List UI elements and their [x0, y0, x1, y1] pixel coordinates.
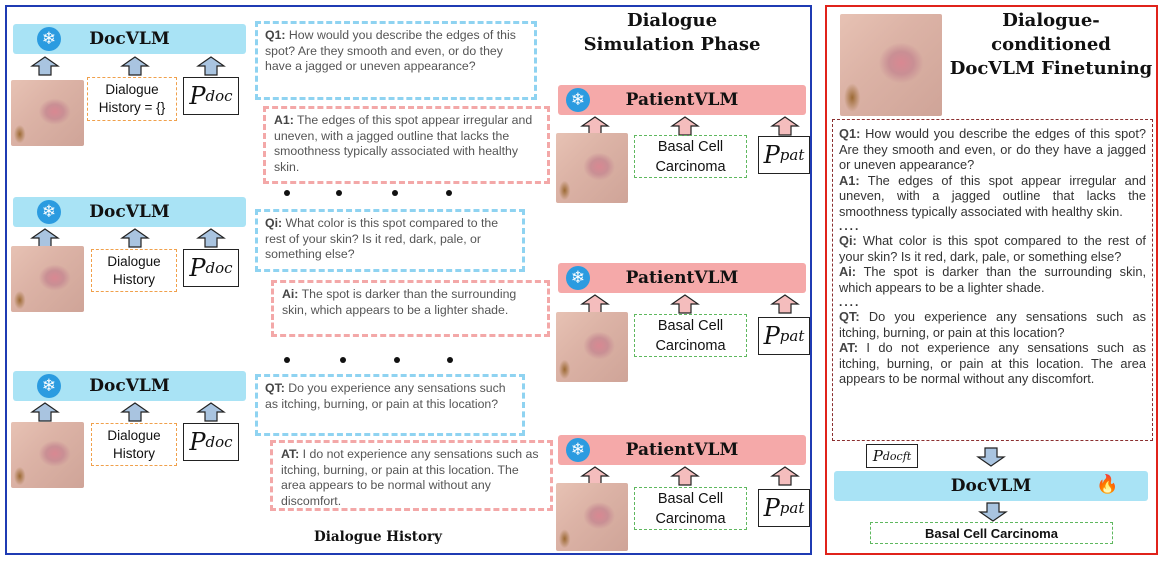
- patientvlm-bar-2: ❄ PatientVLM: [558, 263, 806, 293]
- dialogue-history-box: Dialogue History: [91, 423, 177, 466]
- patientvlm-label: PatientVLM: [625, 90, 739, 110]
- patientvlm-bar-1: ❄ PatientVLM: [558, 85, 806, 115]
- simulation-title: Dialogue Simulation Phase: [583, 10, 761, 55]
- dialogue-line: A1: The edges of this spot appear irregu…: [839, 172, 1147, 219]
- dialogue-ellipsis: ....: [839, 295, 861, 309]
- up-arrow-icon: [196, 56, 226, 76]
- dialogue-history-box: Dialogue History = {}: [87, 77, 177, 121]
- skin-lesion-image: [11, 246, 84, 312]
- dialogue-line: Q1: How would you describe the edges of …: [839, 126, 1147, 172]
- up-arrow-icon: [670, 294, 700, 314]
- docvlm-label: DocVLM: [950, 476, 1032, 496]
- up-arrow-icon: [120, 402, 150, 422]
- docvlm-label: DocVLM: [89, 202, 170, 222]
- snowflake-icon: ❄: [566, 438, 590, 462]
- up-arrow-icon: [670, 116, 700, 136]
- skin-lesion-image: [11, 80, 84, 146]
- question-box-t: QT: Do you experience any sensations suc…: [255, 374, 525, 436]
- docvlm-bar-1: ❄ DocVLM: [13, 24, 246, 54]
- docvlm-bar-3: ❄ DocVLM: [13, 371, 246, 401]
- up-arrow-icon: [196, 402, 226, 422]
- diagnosis-output: Basal Cell Carcinoma: [870, 522, 1113, 544]
- ellipsis-dot: [446, 190, 452, 196]
- up-arrow-icon: [770, 466, 800, 486]
- up-arrow-icon: [670, 466, 700, 486]
- up-arrow-icon: [196, 228, 226, 248]
- patientvlm-label: PatientVLM: [625, 268, 739, 288]
- up-arrow-icon: [30, 56, 60, 76]
- dialogue-simulation-frame: [5, 5, 812, 555]
- up-arrow-icon: [770, 116, 800, 136]
- answer-box-1: A1: The edges of this spot appear irregu…: [263, 106, 550, 184]
- dialogue-line: AT: I do not experience any sensations s…: [839, 340, 1146, 386]
- up-arrow-icon: [30, 402, 60, 422]
- diagnosis-box: Basal Cell Carcinoma: [634, 135, 747, 178]
- skin-lesion-image: [840, 14, 942, 116]
- skin-lesion-image: [11, 422, 84, 488]
- ellipsis-dot: [284, 190, 290, 196]
- ellipsis-dot: [392, 190, 398, 196]
- down-arrow-icon: [976, 447, 1006, 467]
- fire-icon: 🔥: [1096, 474, 1119, 495]
- snowflake-icon: ❄: [37, 374, 61, 398]
- finetuning-frame: [825, 5, 1158, 555]
- snowflake-icon: ❄: [566, 266, 590, 290]
- diagnosis-box: Basal Cell Carcinoma: [634, 314, 747, 357]
- answer-box-t: AT: I do not experience any sensations s…: [270, 440, 553, 511]
- snowflake-icon: ❄: [566, 88, 590, 112]
- answer-box-i: Ai: The spot is darker than the surround…: [271, 280, 550, 337]
- ellipsis-dot: [336, 190, 342, 196]
- ellipsis-dot: [340, 357, 346, 363]
- up-arrow-icon: [770, 294, 800, 314]
- patientvlm-label: PatientVLM: [625, 440, 739, 460]
- ellipsis-dot: [394, 357, 400, 363]
- docvlm-finetune-bar: DocVLM 🔥: [834, 471, 1148, 501]
- down-arrow-icon: [978, 502, 1008, 522]
- dialogue-history-caption: Dialogue History: [314, 529, 442, 545]
- up-arrow-icon: [30, 228, 60, 248]
- snowflake-icon: ❄: [37, 27, 61, 51]
- docvlm-label: DocVLM: [89, 376, 170, 396]
- skin-lesion-image: [556, 483, 628, 551]
- docvlm-label: DocVLM: [89, 29, 170, 49]
- skin-lesion-image: [556, 312, 628, 382]
- dialogue-line: Ai: The spot is darker than the surround…: [839, 264, 1146, 295]
- diagnosis-box: Basal Cell Carcinoma: [634, 487, 747, 530]
- question-box-i: Qi: What color is this spot compared to …: [255, 209, 525, 272]
- up-arrow-icon: [120, 56, 150, 76]
- docvlm-bar-2: ❄ DocVLM: [13, 197, 246, 227]
- dialogue-ellipsis: ....: [839, 219, 861, 233]
- dialogue-history-box: Dialogue History: [91, 249, 177, 292]
- patientvlm-bar-3: ❄ PatientVLM: [558, 435, 806, 465]
- skin-lesion-image: [556, 133, 628, 203]
- up-arrow-icon: [580, 294, 610, 314]
- dialogue-line: QT: Do you experience any sensations suc…: [839, 309, 1146, 340]
- question-box-1: Q1: How would you describe the edges of …: [255, 21, 537, 100]
- snowflake-icon: ❄: [37, 200, 61, 224]
- up-arrow-icon: [120, 228, 150, 248]
- ellipsis-dot: [447, 357, 453, 363]
- finetuning-title: Dialogue-conditioned DocVLM Finetuning: [949, 10, 1153, 79]
- dialogue-history-panel: Q1: How would you describe the edges of …: [832, 119, 1153, 441]
- ellipsis-dot: [284, 357, 290, 363]
- dialogue-line: Qi: What color is this spot compared to …: [839, 233, 1146, 264]
